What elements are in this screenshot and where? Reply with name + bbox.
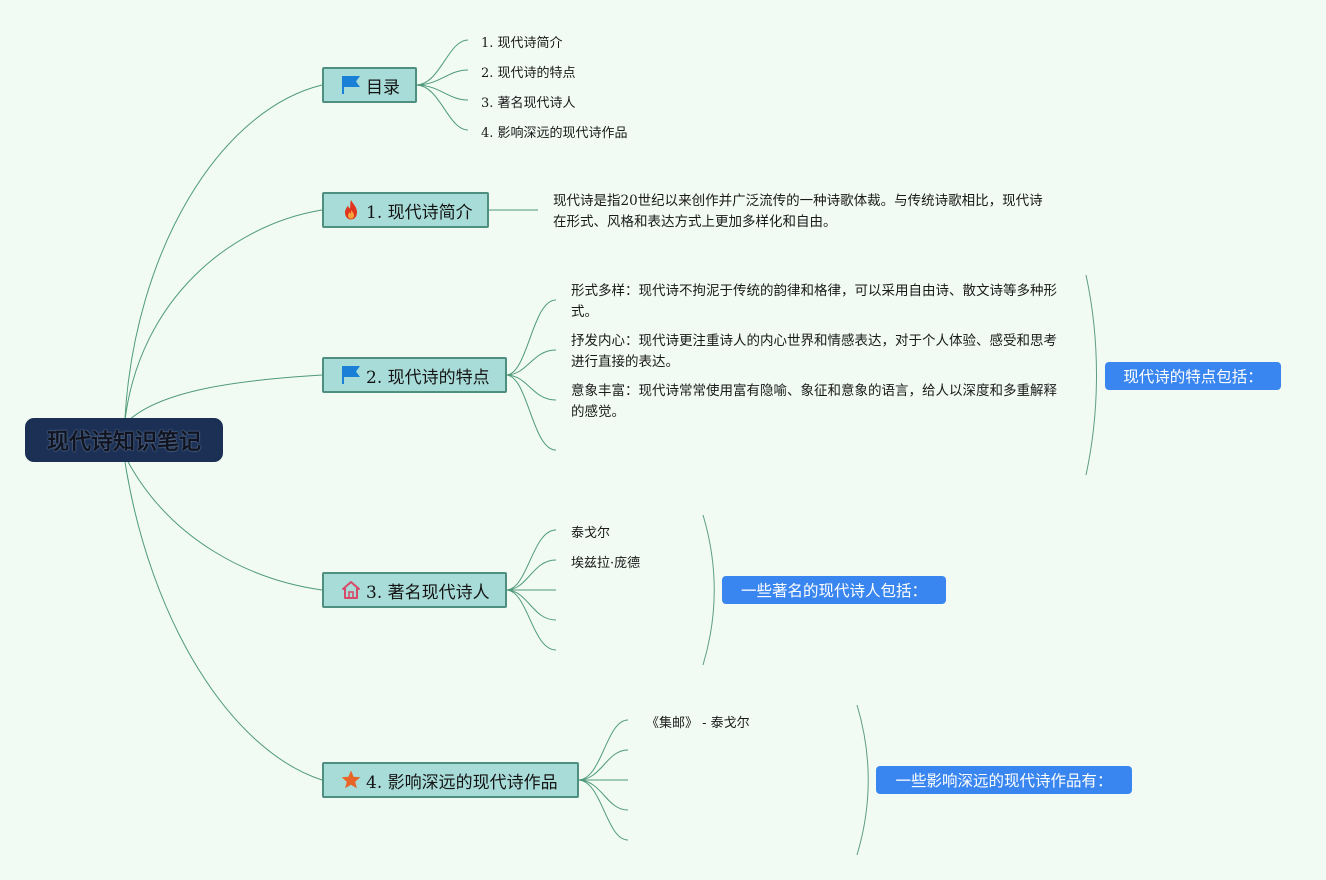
- connector-features-2: [505, 349, 557, 376]
- toc-item-2[interactable]: 2. 现代诗的特点: [481, 66, 576, 81]
- bracket-features: [1085, 274, 1097, 476]
- root-topic-label: 现代诗知识笔记: [46, 429, 201, 455]
- toc-item-4[interactable]: 4. 影响深远的现代诗作品: [481, 126, 628, 141]
- branch-poets-label: 3. 著名现代诗人: [366, 582, 490, 603]
- connector-toc-4: [415, 84, 469, 131]
- summary-poets[interactable]: 一些著名的现代诗人包括：: [722, 576, 946, 604]
- branch-works[interactable]: 4. 影响深远的现代诗作品: [322, 762, 579, 798]
- connector-poets-2: [505, 559, 557, 591]
- branch-toc[interactable]: 目录: [322, 67, 417, 103]
- fire-icon: [340, 199, 362, 221]
- flag-icon: [340, 74, 362, 96]
- summary-works[interactable]: 一些影响深远的现代诗作品有：: [876, 766, 1132, 794]
- feature-item-1[interactable]: 形式多样：现代诗不拘泥于传统的韵律和格律，可以采用自由诗、散文诗等多种形式。: [571, 283, 1057, 320]
- toc-item-3[interactable]: 3. 著名现代诗人: [481, 96, 576, 111]
- feature-item-3[interactable]: 意象丰富：现代诗常常使用富有隐喻、象征和意象的语言，给人以深度和多重解释的感觉。: [571, 383, 1057, 420]
- connector-root-works: [124, 461, 323, 781]
- connector-root-toc: [124, 84, 323, 419]
- bracket-poets: [702, 514, 715, 666]
- connector-features-4: [505, 374, 557, 451]
- poet-item-1[interactable]: 泰戈尔: [571, 526, 611, 541]
- branch-features[interactable]: 2. 现代诗的特点: [322, 357, 507, 393]
- poet-item-2[interactable]: 埃兹拉·庞德: [571, 556, 641, 571]
- intro-text[interactable]: 现代诗是指20世纪以来创作并广泛流传的一种诗歌体裁。与传统诗歌相比，现代诗在形式…: [553, 193, 1043, 230]
- connector-toc-1: [415, 39, 469, 86]
- connector-poets-4: [505, 589, 557, 621]
- branch-features-label: 2. 现代诗的特点: [366, 367, 490, 388]
- branch-intro-label: 1. 现代诗简介: [366, 202, 473, 223]
- bracket-works: [856, 704, 869, 856]
- connector-root-poets: [126, 459, 323, 591]
- connector-poets-1: [505, 529, 557, 591]
- branch-toc-label: 目录: [366, 77, 400, 98]
- toc-item-1[interactable]: 1. 现代诗简介: [481, 36, 563, 51]
- branch-poets[interactable]: 3. 著名现代诗人: [322, 572, 507, 608]
- connector-toc-2: [415, 69, 469, 86]
- summary-features[interactable]: 现代诗的特点包括：: [1105, 362, 1281, 390]
- work-item-1[interactable]: 《集邮》 - 泰戈尔: [646, 716, 750, 731]
- connector-features-3: [505, 374, 557, 401]
- branch-works-label: 4. 影响深远的现代诗作品: [366, 772, 558, 793]
- connector-works-2: [577, 749, 629, 781]
- connector-works-1: [577, 719, 629, 781]
- feature-item-2[interactable]: 抒发内心：现代诗更注重诗人的内心世界和情感表达，对于个人体验、感受和思考进行直接…: [571, 333, 1057, 370]
- flag-icon: [340, 364, 362, 386]
- connector-works-5: [577, 779, 629, 841]
- star-icon: [340, 769, 362, 791]
- connector-works-4: [577, 779, 629, 811]
- branch-intro[interactable]: 1. 现代诗简介: [322, 192, 489, 228]
- connector-root-features: [126, 374, 323, 423]
- root-topic[interactable]: 现代诗知识笔记: [25, 418, 223, 462]
- connector-features-1: [505, 299, 557, 376]
- connector-root-intro: [124, 209, 323, 421]
- connector-poets-5: [505, 589, 557, 651]
- house-icon: [340, 579, 362, 601]
